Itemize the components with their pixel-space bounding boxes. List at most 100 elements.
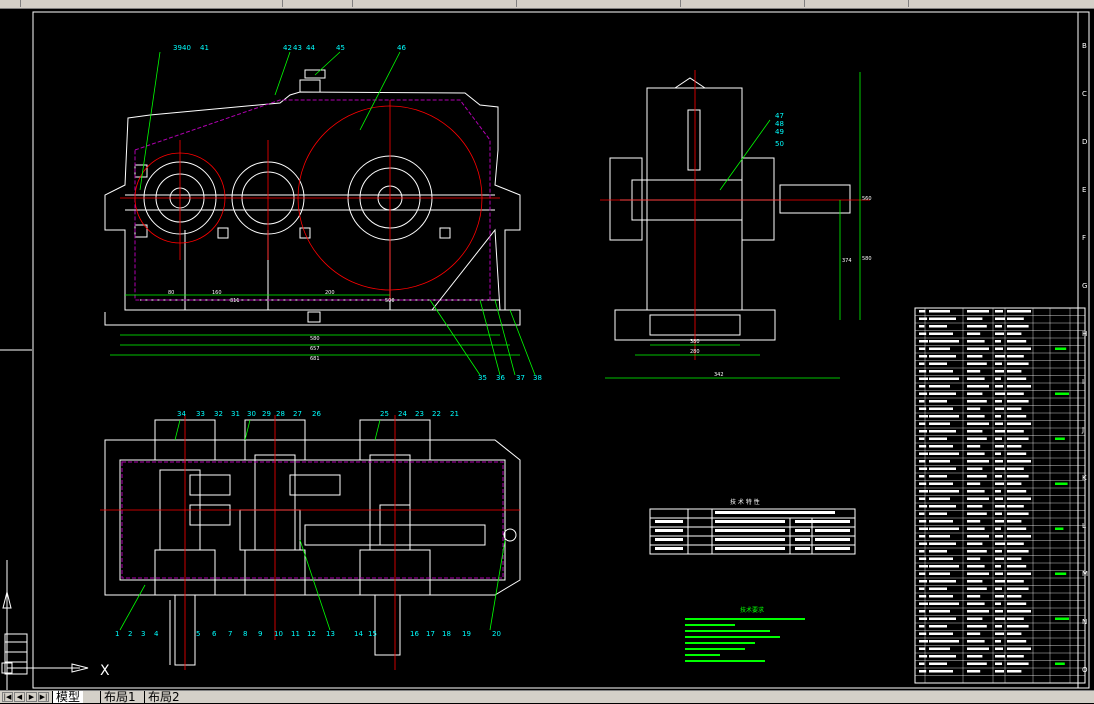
- parts-list-cell: [919, 602, 928, 605]
- toolbar-segment[interactable]: [22, 0, 283, 7]
- spec-table: [649, 508, 856, 555]
- parts-list-cell: [995, 460, 1003, 463]
- parts-list-cell: [995, 632, 1004, 635]
- parts-list-cell: [929, 512, 947, 515]
- parts-list-cell: [967, 580, 983, 583]
- callout-number: 47: [775, 112, 784, 120]
- border-letter: D: [1082, 138, 1087, 146]
- callout-number: 5: [196, 630, 200, 638]
- parts-list-cell: [1007, 587, 1029, 590]
- parts-list-cell: [967, 355, 983, 358]
- parts-list-cell: [929, 670, 953, 673]
- drawing-frame: [32, 11, 1090, 689]
- toolbar-segment[interactable]: [520, 0, 681, 7]
- parts-list-cell: [929, 392, 956, 395]
- parts-list-cell: [919, 475, 925, 478]
- parts-list-cell: [967, 347, 989, 350]
- toolbar-strip: [0, 0, 1094, 9]
- parts-list-cell: [1007, 407, 1022, 410]
- parts-list-cell: [929, 437, 947, 440]
- callout-number: 20: [492, 630, 501, 638]
- dimension-text: 380: [690, 339, 700, 345]
- parts-list-cell: [995, 430, 1005, 433]
- callout-number: 38: [533, 374, 542, 382]
- last-tab-button[interactable]: ▶|: [38, 692, 49, 702]
- toolbar-segment[interactable]: [0, 0, 21, 7]
- callout-number: 32: [214, 410, 223, 418]
- parts-list-cell: [929, 520, 953, 523]
- parts-list-cell: [995, 415, 1001, 418]
- callout-number: 31: [231, 410, 240, 418]
- callout-number: 10: [274, 630, 283, 638]
- callout-number: 35: [478, 374, 487, 382]
- callout-number: 24: [398, 410, 407, 418]
- next-tab-button[interactable]: ▶: [26, 692, 37, 702]
- parts-list-cell: [1007, 475, 1029, 478]
- parts-list-cell: [919, 355, 928, 358]
- callout-number: 42: [283, 44, 292, 52]
- parts-list-cell: [1007, 437, 1029, 440]
- parts-list-cell: [995, 340, 1001, 343]
- toolbar-segment[interactable]: [292, 0, 353, 7]
- parts-list-cell: [995, 647, 1003, 650]
- parts-list-cell: [1007, 505, 1024, 508]
- parts-list-cell: [967, 415, 985, 418]
- callout-number: 39: [173, 44, 182, 52]
- parts-list-cell: [929, 565, 959, 568]
- parts-list-cell: [967, 587, 987, 590]
- dimension-text: 657: [310, 346, 320, 352]
- plan-view-leaders: [119, 419, 506, 631]
- parts-list-cell: [929, 655, 956, 658]
- parts-list-cell: [1007, 572, 1031, 575]
- parts-list-cell: [1007, 317, 1024, 320]
- parts-list-cell: [929, 632, 953, 635]
- parts-list-cell: [1007, 347, 1031, 350]
- parts-list-cell: [967, 452, 985, 455]
- parts-list-cell: [919, 512, 925, 515]
- callout-number: 46: [397, 44, 406, 52]
- toolbar-segment[interactable]: [356, 0, 517, 7]
- border-letter: F: [1082, 234, 1086, 242]
- parts-list-cell: [929, 400, 947, 403]
- toolbar-segment[interactable]: [684, 0, 805, 7]
- parts-list-cell: [995, 452, 1001, 455]
- border-letter: B: [1082, 42, 1087, 50]
- toolbar-segment[interactable]: [808, 0, 909, 7]
- callout-number: 4: [154, 630, 159, 638]
- callout-number: 16: [410, 630, 419, 638]
- parts-list-cell: [919, 647, 926, 650]
- parts-list-cell: [995, 520, 1004, 523]
- parts-list-cell: [919, 422, 926, 425]
- parts-list-cell: [967, 565, 985, 568]
- parts-list-cell: [967, 497, 989, 500]
- parts-list-cell: [995, 347, 1003, 350]
- parts-list-cell: [967, 475, 987, 478]
- parts-list-cell: [967, 655, 983, 658]
- parts-list-cell: [929, 542, 956, 545]
- tab-layout2[interactable]: 布局2: [144, 691, 183, 703]
- tab-layout1[interactable]: 布局1: [100, 691, 139, 703]
- parts-list-cell: [919, 385, 926, 388]
- parts-list-cell: [995, 572, 1003, 575]
- parts-list-cell: [967, 370, 981, 373]
- parts-list-cell: [919, 317, 928, 320]
- callout-number: 11: [291, 630, 300, 638]
- prev-tab-button[interactable]: ◀: [14, 692, 25, 702]
- tab-model[interactable]: 模型: [52, 691, 84, 703]
- callout-number: 23: [415, 410, 424, 418]
- parts-list-cell: [1055, 662, 1065, 665]
- parts-list-cell: [995, 385, 1003, 388]
- parts-list-cell: [1007, 467, 1024, 470]
- callout-number: 44: [306, 44, 315, 52]
- parts-list-cell: [929, 310, 950, 313]
- parts-list-cell: [967, 482, 981, 485]
- first-tab-button[interactable]: |◀: [2, 692, 13, 702]
- parts-list-cell: [1007, 527, 1027, 530]
- parts-list-cell: [929, 452, 959, 455]
- spec-table-fills: [655, 511, 850, 550]
- callout-number: 26: [312, 410, 321, 418]
